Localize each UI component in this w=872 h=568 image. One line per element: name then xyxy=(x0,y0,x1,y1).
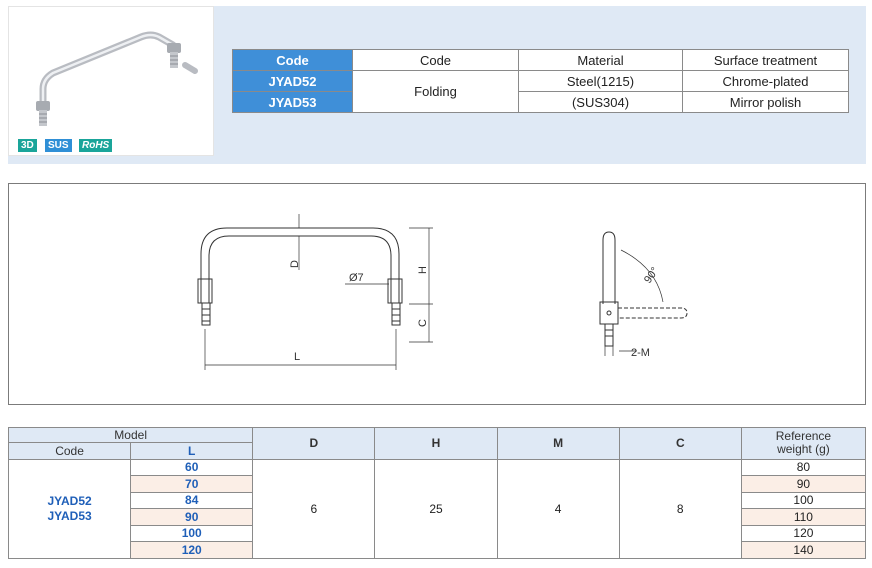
dim-d-label: D xyxy=(289,260,301,268)
header-h: H xyxy=(374,427,498,460)
dim-l-label: L xyxy=(294,351,300,363)
handle-photo-illustration xyxy=(36,31,198,126)
size-table: Model D H M C Reference weight (g) Code … xyxy=(7,427,867,559)
l-value-cell: 60 xyxy=(130,458,254,476)
weight-value-cell: 110 xyxy=(740,508,867,526)
badge-rohs: RoHS xyxy=(79,139,113,152)
spec-table-row: JYAD52 Folding Steel(1215) Chrome-plated xyxy=(232,70,849,113)
m-value-cell: 4 xyxy=(496,458,620,559)
header-l: L xyxy=(130,442,254,460)
weight-value-cell: 80 xyxy=(740,458,867,476)
spec-material-cell: Steel(1215) xyxy=(518,70,683,92)
weight-value-cell: 120 xyxy=(740,524,867,542)
header-weight-line2: weight (g) xyxy=(777,442,830,457)
technical-drawing: D Ø7 H C L 90° 2-M xyxy=(197,214,688,370)
spec-surface-cell: Mirror polish xyxy=(682,91,849,113)
l-value-cell: 84 xyxy=(130,491,254,509)
c-value-cell: 8 xyxy=(618,458,742,559)
dim-m-label: 2-M xyxy=(631,347,650,359)
l-value-cell: 120 xyxy=(130,541,254,559)
d-value-cell: 6 xyxy=(252,458,376,559)
table-row: 100 120 xyxy=(9,524,867,542)
spec-code-cell: JYAD52 xyxy=(232,70,353,92)
spec-table-header-row: Code Code Material Surface treatment xyxy=(232,49,849,71)
header-weight-line1: Reference xyxy=(775,429,832,444)
spec-material-cell: (SUS304) xyxy=(518,91,683,113)
weight-value-cell: 100 xyxy=(740,491,867,509)
side-view xyxy=(599,231,688,356)
header-d: D xyxy=(252,427,376,460)
spec-surface-cell: Chrome-plated xyxy=(682,70,849,92)
l-value-cell: 90 xyxy=(130,508,254,526)
table-row: 70 90 xyxy=(9,475,867,493)
dim-angle-label: 90° xyxy=(642,265,661,286)
table-row: 120 140 xyxy=(9,541,867,559)
spec-header-surface: Surface treatment xyxy=(682,49,849,71)
dim-h-label: H xyxy=(417,266,429,274)
l-value-cell: 100 xyxy=(130,524,254,542)
weight-value-cell: 140 xyxy=(740,541,867,559)
size-table-subheader-row: Code L xyxy=(7,442,866,460)
badge-3d: 3D xyxy=(18,139,37,152)
dim-c-label: C xyxy=(417,319,429,327)
header-c: C xyxy=(618,427,742,460)
header-m: M xyxy=(496,427,620,460)
front-view xyxy=(197,227,403,326)
front-dimensions xyxy=(204,214,433,370)
spec-code-cell: JYAD53 xyxy=(232,91,353,113)
weight-value-cell: 90 xyxy=(740,475,867,493)
badge-sus: SUS xyxy=(45,139,72,152)
spec-table-row: JYAD53 (SUS304) Mirror polish xyxy=(232,91,849,113)
spec-header-code: Code xyxy=(232,49,353,71)
dim-phi-label: Ø7 xyxy=(349,272,364,284)
spec-table: Code Code Material Surface treatment JYA… xyxy=(232,49,849,113)
header-reference-weight: Reference weight (g) xyxy=(740,427,867,460)
product-photo: 3D SUS RoHS xyxy=(8,6,214,156)
table-row: JYAD52 JYAD53 60 6 25 4 8 80 xyxy=(7,458,867,559)
l-value-cell: 70 xyxy=(130,475,254,493)
header-code: Code xyxy=(7,442,132,460)
model-code-line2: JYAD53 xyxy=(47,508,92,523)
technical-drawing-panel: D Ø7 H C L 90° 2-M xyxy=(8,183,866,405)
spec-type-cell: Folding xyxy=(352,70,519,113)
model-code-line1: JYAD52 xyxy=(47,493,92,508)
h-value-cell: 25 xyxy=(374,458,498,559)
size-table-header-row: Model D H M C Reference weight (g) xyxy=(7,427,867,460)
header-model: Model xyxy=(7,427,254,443)
model-code-cell: JYAD52 JYAD53 xyxy=(7,458,132,559)
spec-header-material: Material xyxy=(518,49,683,71)
spec-header-type: Code xyxy=(352,49,519,71)
